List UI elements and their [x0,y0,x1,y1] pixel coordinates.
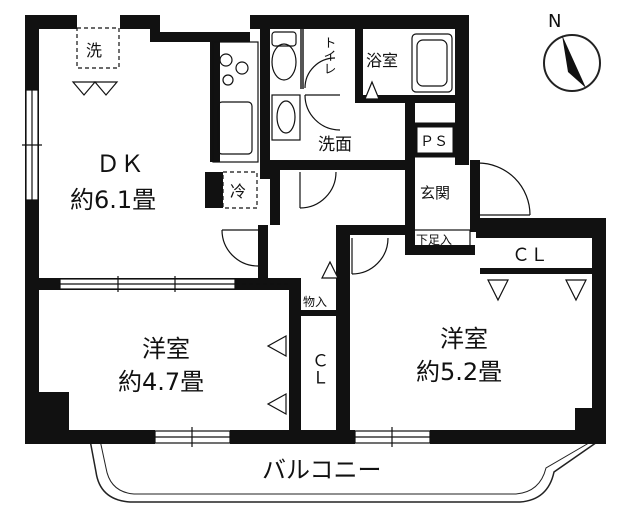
bathroom-label: 浴室 [366,51,398,70]
labels: ＤＫ 約6.1畳 洋室 約4.7畳 洋室 約5.2畳 洗 トイレ 浴室 洗面 Ｐ… [70,36,548,396]
doors [71,57,587,416]
room-left-name: 洋室 [142,335,190,363]
washer-label: 洗 [86,41,102,60]
fixtures [76,27,471,249]
balcony: バルコニー [89,439,601,503]
balcony-outline [89,439,601,503]
closet-right-label: ＣＬ [512,245,548,266]
room-left-size: 約4.7畳 [118,368,204,396]
kitchen-counter [212,41,259,163]
exterior-walls [25,15,606,444]
room-right-name: 洋室 [440,325,488,353]
bathtub [411,33,453,93]
storage-label: 物入 [303,295,327,309]
balcony-label: バルコニー [262,456,382,484]
compass-ring [543,34,601,92]
compass-needle [562,35,586,88]
balcony-inner-line [99,439,595,495]
fridge-box [222,171,258,209]
closet-left-label: ＣＬ [308,352,328,386]
room-dk-size: 約6.1畳 [70,186,156,214]
ps-label: ＰＳ [420,134,448,150]
washroom-label: 洗面 [318,135,352,155]
room-right-size: 約5.2畳 [416,358,502,386]
room-dk-name: ＤＫ [96,150,144,178]
toilet-label: トイレ [321,36,336,75]
fridge-label: 冷 [230,182,246,201]
washer-box [76,27,120,69]
compass: N [543,11,601,92]
windows [22,89,431,447]
entrance-label: 玄関 [420,184,450,202]
toilet-bowl [271,43,297,81]
compass-north-label: N [548,11,561,32]
shoe-closet-label: 下足入 [416,233,452,247]
